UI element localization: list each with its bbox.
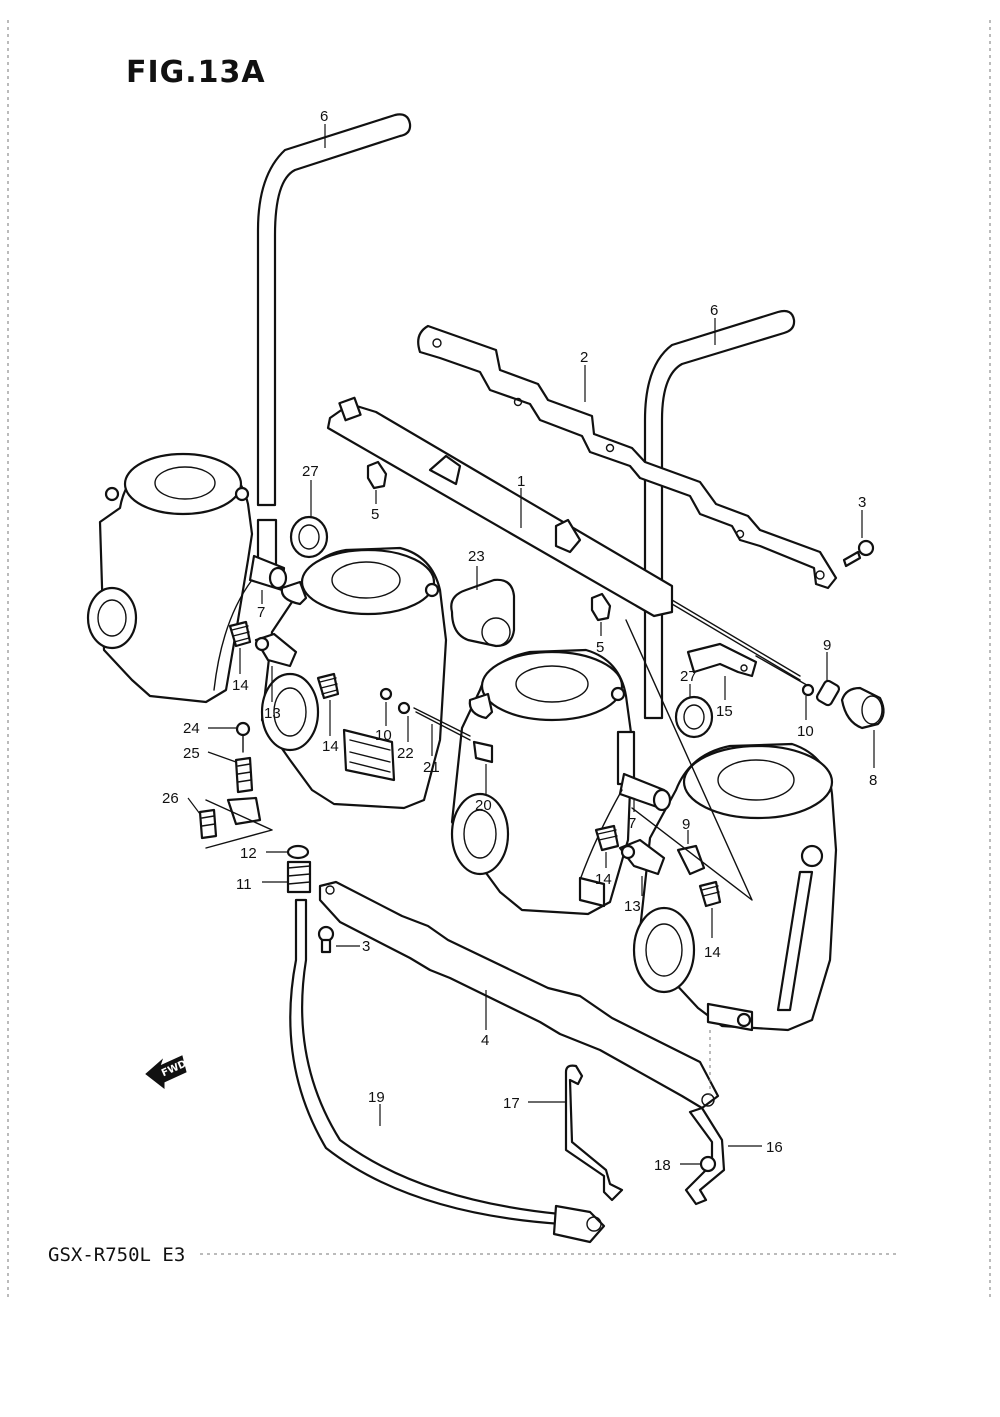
t-connector-right [616, 730, 672, 812]
clip-upper [366, 460, 388, 504]
callout-13-right: 13 [624, 898, 641, 915]
spring-washer-set [262, 844, 312, 894]
vent-tube-left [256, 113, 412, 507]
choke-knob-assembly [755, 652, 885, 768]
callout-3-upper: 3 [858, 494, 866, 511]
callout-5-upper: 5 [371, 506, 379, 523]
callout-14-c: 14 [595, 871, 612, 888]
clip-lower [590, 592, 612, 636]
carburetor-1 [86, 452, 254, 704]
carburetor-2 [260, 546, 448, 810]
forward-arrow-icon: FWD [145, 1055, 188, 1090]
callout-17: 17 [503, 1095, 520, 1112]
callout-5-lower: 5 [596, 639, 604, 656]
figure-title: FIG.13A [126, 55, 266, 90]
callout-14-a: 14 [232, 677, 249, 694]
callout-10-right: 10 [797, 723, 814, 740]
throttle-cable-bracket [686, 642, 758, 700]
callout-21: 21 [423, 759, 440, 776]
screw-lower-right [680, 1155, 717, 1173]
rubber-cap-lower [674, 684, 714, 739]
callout-18: 18 [654, 1157, 671, 1174]
throttle-cable [289, 898, 606, 1244]
link-rod [528, 1064, 624, 1202]
screw-lower-left [317, 925, 360, 954]
callout-1: 1 [517, 473, 525, 490]
callout-25: 25 [183, 745, 200, 762]
callout-22: 22 [397, 745, 414, 762]
carburetor-4 [632, 742, 838, 1032]
carburetor-3 [450, 648, 634, 916]
hose-left [213, 579, 253, 691]
callout-14-d: 14 [704, 944, 721, 961]
callout-9-lower: 9 [682, 816, 690, 833]
callout-11: 11 [236, 876, 252, 893]
callout-7-right: 7 [628, 815, 636, 832]
callout-27-upper: 27 [302, 463, 319, 480]
callout-6-right: 6 [710, 302, 718, 319]
callout-26: 26 [162, 790, 179, 807]
callout-12: 12 [240, 845, 257, 862]
pilot-screw-set [187, 721, 273, 849]
callout-labels: 6 6 2 1 27 5 3 23 5 7 9 27 15 10 8 14 13… [162, 108, 877, 1174]
callout-3-lower: 3 [362, 938, 370, 955]
callout-4: 4 [481, 1032, 489, 1049]
vent-tube-right [643, 309, 796, 720]
callout-27-lower: 27 [680, 668, 697, 685]
screw-top-right [842, 510, 875, 568]
callout-23: 23 [468, 548, 485, 565]
choke-shaft-assembly [326, 396, 801, 681]
callout-16: 16 [766, 1139, 783, 1156]
callout-15: 15 [716, 703, 733, 720]
callout-9-upper: 9 [823, 637, 831, 654]
callout-10-left: 10 [375, 727, 392, 744]
callout-24: 24 [183, 720, 200, 737]
elbow-fitting [450, 566, 516, 648]
callout-13-left: 13 [264, 705, 281, 722]
callout-19: 19 [368, 1089, 385, 1106]
callout-6-left: 6 [320, 108, 328, 125]
callout-14-b: 14 [322, 738, 339, 755]
t-connector-left [248, 518, 288, 604]
callout-2: 2 [580, 349, 588, 366]
spring-clip [684, 1106, 762, 1206]
rubber-cap-upper [289, 480, 329, 559]
jet-cluster-right [594, 619, 753, 938]
callout-8: 8 [869, 772, 877, 789]
callout-7-left: 7 [257, 604, 265, 621]
jet-cluster-left [228, 620, 494, 794]
upper-bracket-plate [417, 324, 838, 590]
callout-20: 20 [475, 797, 492, 814]
model-label: GSX-R750L E3 [48, 1244, 185, 1266]
